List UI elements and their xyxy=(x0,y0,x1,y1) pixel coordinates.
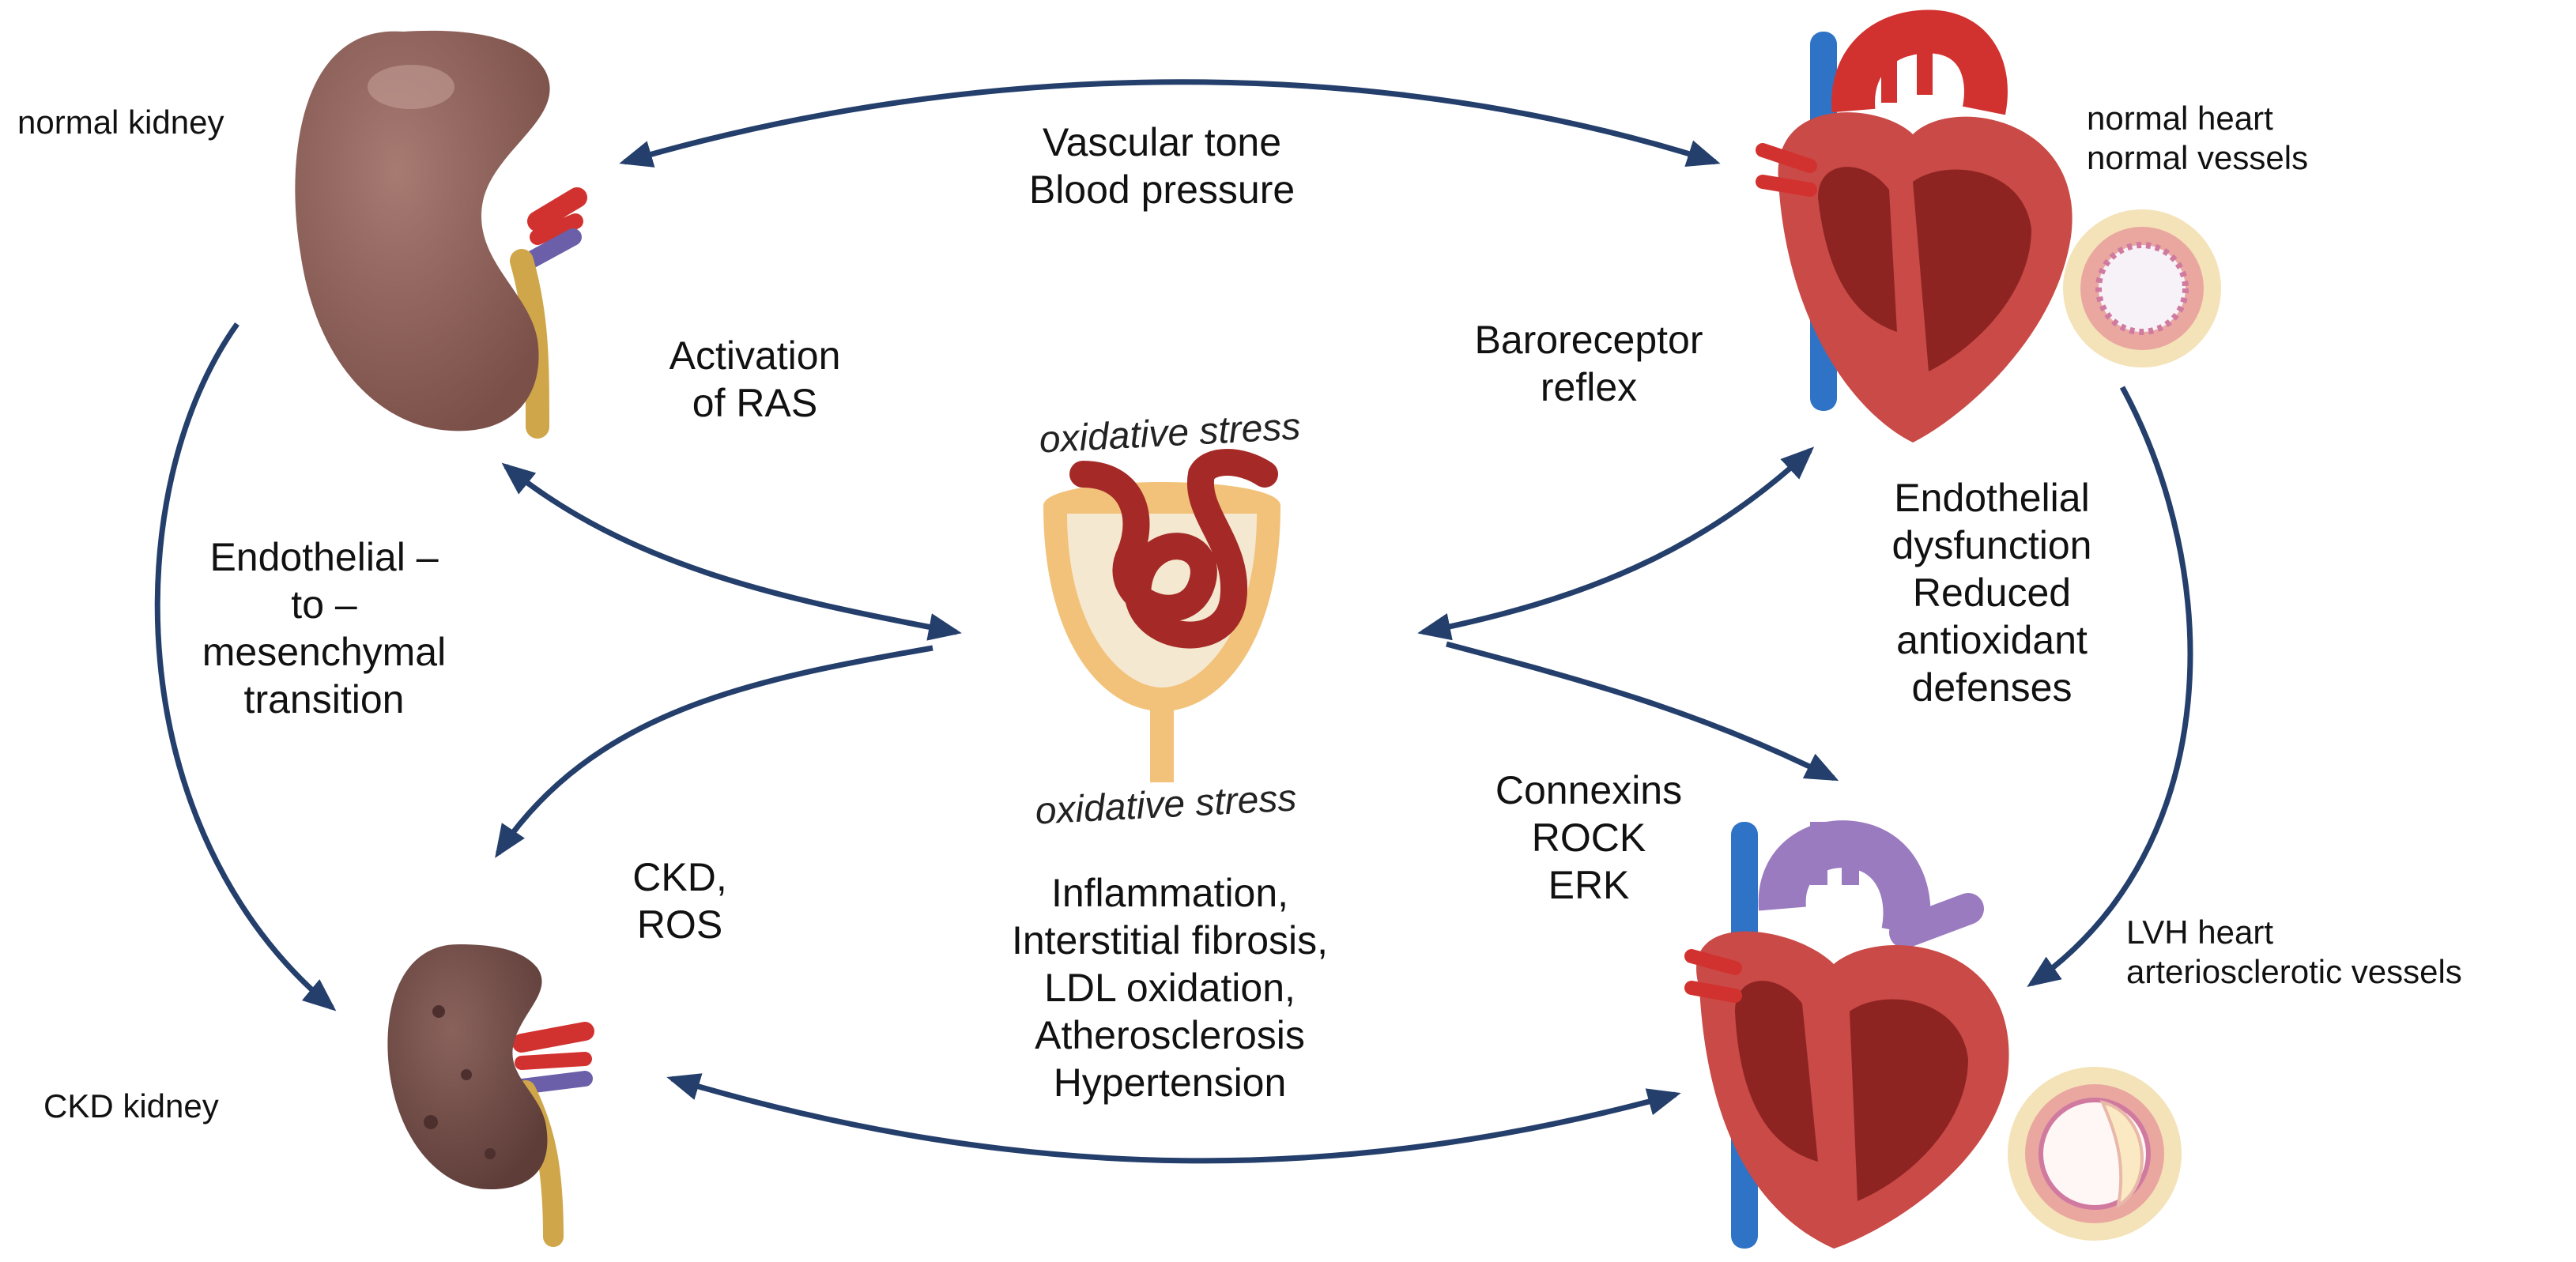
bottom-mechanisms-line-2: Interstitial fibrosis, xyxy=(1011,918,1329,963)
endmt-label: Endothelial – to – mesenchymal transitio… xyxy=(166,533,482,723)
arrow-center-to-ckd-kidney xyxy=(495,645,933,858)
normal-heart-line-2: normal vessels xyxy=(2087,139,2309,177)
lvh-heart-icon xyxy=(1684,820,2009,1249)
bottom-mechanisms-line-3: LDL oxidation, xyxy=(1044,966,1296,1010)
bottom-mechanisms-line-4: Atherosclerosis xyxy=(1035,1013,1305,1057)
ckd-ros-line-1: CKD, xyxy=(632,855,727,899)
arrow-top-kidney-heart xyxy=(619,79,1721,168)
arrow-right-normal-to-lvh-heart xyxy=(2027,386,2193,988)
connexins-label: Connexins ROCK ERK xyxy=(1454,767,1723,909)
endothelial-dysfunction-line-2: dysfunction xyxy=(1891,523,2092,567)
activation-ras-label: Activation of RAS xyxy=(624,332,885,427)
top-mechanisms-line-1: Vascular tone xyxy=(1042,120,1282,164)
arteriosclerotic-vessel-icon xyxy=(2008,1067,2182,1241)
ckd-kidney-icon xyxy=(387,944,594,1247)
activation-ras-line-2: of RAS xyxy=(692,381,818,425)
bottom-mechanisms-label: Inflammation, Interstitial fibrosis, LDL… xyxy=(941,869,1399,1106)
normal-heart-label: normal heart normal vessels xyxy=(2087,99,2308,179)
connexins-line-3: ERK xyxy=(1548,863,1630,907)
arrow-bottom-ckd-lvh xyxy=(666,1073,1681,1164)
endmt-line-3: mesenchymal xyxy=(202,630,447,674)
glomerulus-icon xyxy=(1043,449,1280,782)
arrow-center-to-normal-heart xyxy=(1417,446,1815,641)
ckd-kidney-label: CKD kidney xyxy=(43,1087,219,1124)
baroreceptor-label: Baroreceptor reflex xyxy=(1423,316,1755,411)
arrow-left-normal-to-ckd-kidney xyxy=(154,322,337,1011)
connexins-line-2: ROCK xyxy=(1531,816,1646,860)
normal-vessel-icon xyxy=(2063,209,2221,367)
normal-heart-line-1: normal heart xyxy=(2087,100,2273,137)
endothelial-dysfunction-label: Endothelial dysfunction Reduced antioxid… xyxy=(1842,474,2142,711)
normal-kidney-label: normal kidney xyxy=(17,104,224,141)
lvh-heart-line-1: LVH heart xyxy=(2126,914,2273,951)
endothelial-dysfunction-line-4: antioxidant xyxy=(1896,618,2088,662)
activation-ras-line-1: Activation xyxy=(669,333,841,378)
endmt-line-4: transition xyxy=(243,677,405,721)
baroreceptor-line-2: reflex xyxy=(1540,365,1638,409)
bottom-mechanisms-line-1: Inflammation, xyxy=(1050,871,1289,915)
arrow-center-to-normal-kidney xyxy=(501,462,962,641)
endmt-line-2: to – xyxy=(291,582,357,627)
ckd-ros-label: CKD, ROS xyxy=(601,853,759,948)
endothelial-dysfunction-line-5: defenses xyxy=(1911,665,2072,710)
connexins-line-1: Connexins xyxy=(1495,768,1683,812)
arrow-center-to-lvh-heart xyxy=(1446,641,1839,782)
ckd-ros-line-2: ROS xyxy=(636,902,723,947)
normal-heart-icon xyxy=(1756,9,2072,443)
bottom-mechanisms-line-5: Hypertension xyxy=(1053,1060,1287,1105)
endothelial-dysfunction-line-3: Reduced xyxy=(1912,571,2072,615)
top-mechanisms-line-2: Blood pressure xyxy=(1028,168,1296,212)
top-mechanisms-label: Vascular tone Blood pressure xyxy=(980,119,1344,213)
baroreceptor-line-1: Baroreceptor xyxy=(1474,318,1703,362)
endothelial-dysfunction-line-1: Endothelial xyxy=(1894,476,2090,520)
lvh-heart-label: LVH heart arteriosclerotic vessels xyxy=(2126,913,2462,993)
lvh-heart-line-2: arteriosclerotic vessels xyxy=(2126,953,2462,991)
endmt-line-1: Endothelial – xyxy=(209,535,439,579)
normal-kidney-icon xyxy=(295,30,587,439)
